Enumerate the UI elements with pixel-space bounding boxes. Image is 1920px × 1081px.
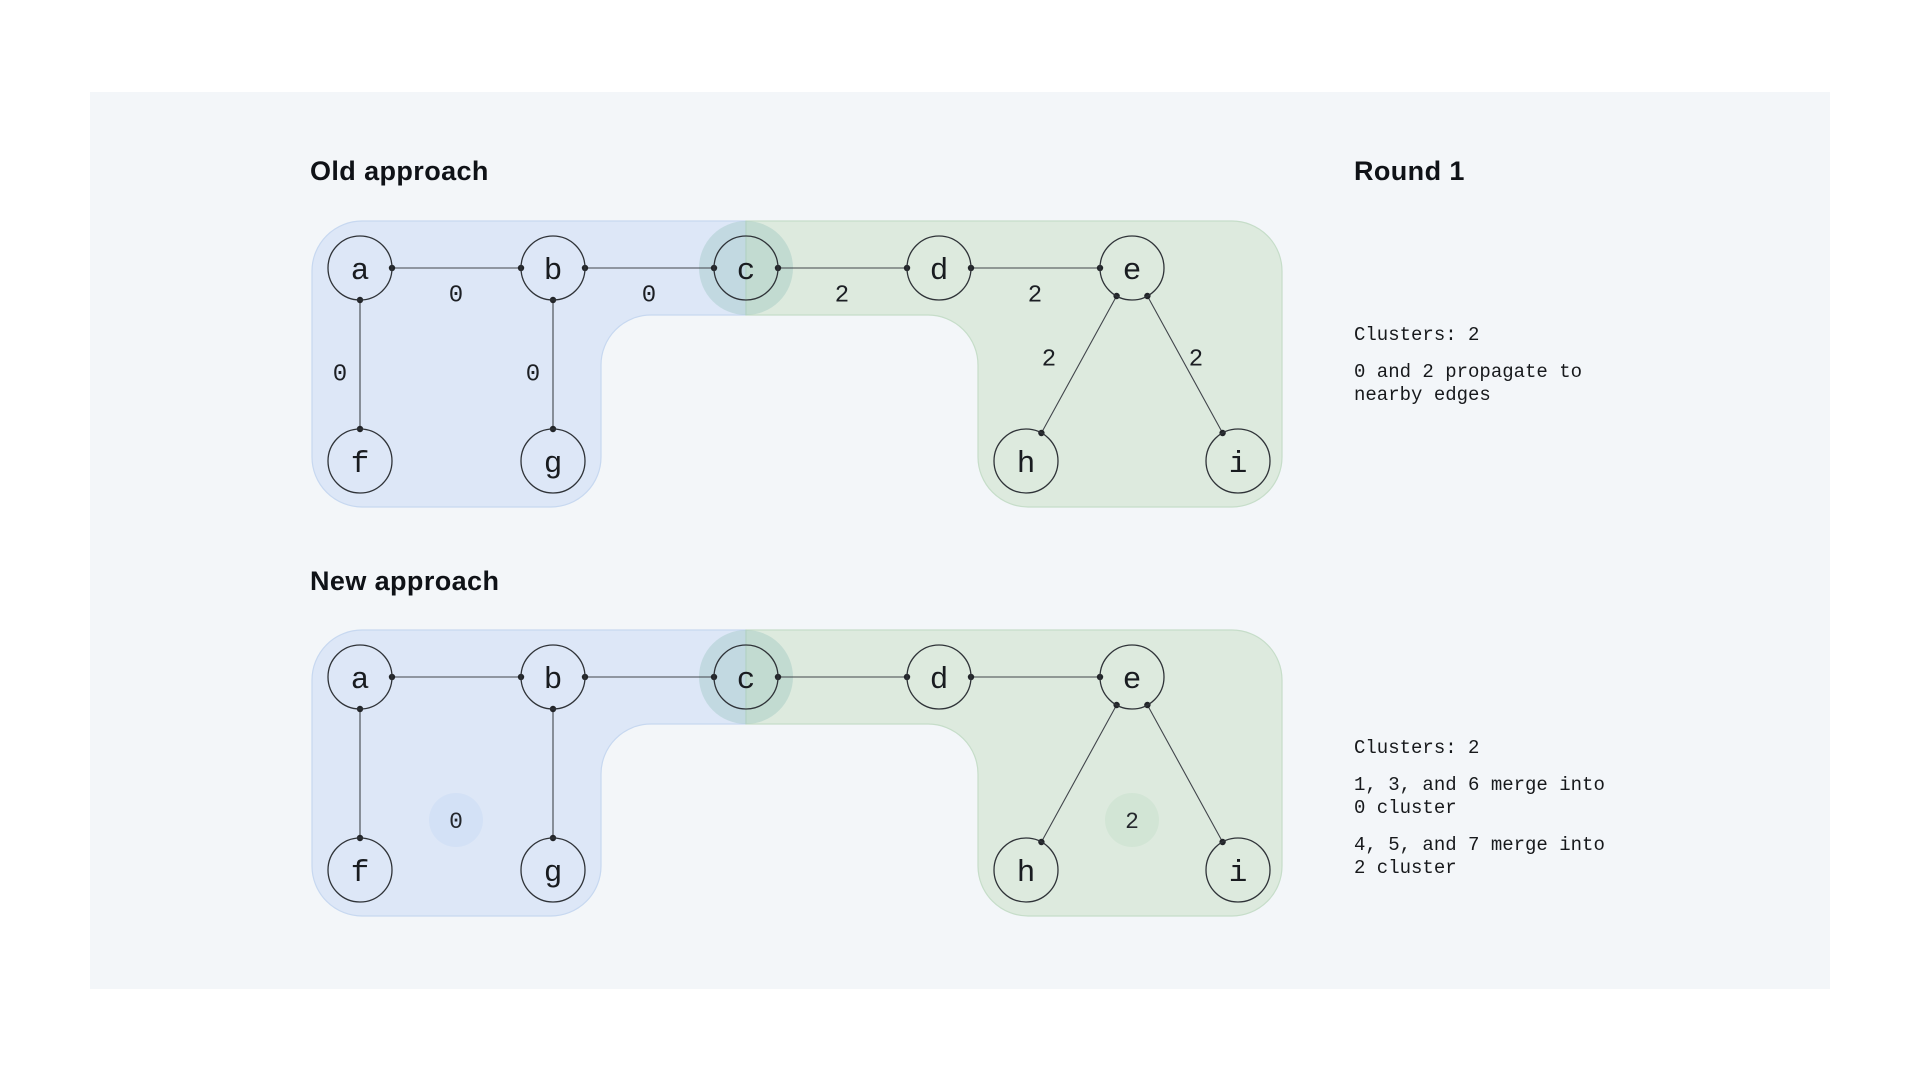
- old-approach-title: Old approach: [310, 156, 489, 186]
- edge-weight-de: 2: [1028, 282, 1042, 309]
- edge-line: [1146, 295, 1224, 434]
- node-g-label: g: [544, 856, 563, 891]
- round2-note-merge-2: 4, 5, and 7 merge into 2 cluster: [1354, 834, 1605, 879]
- node-c-label: c: [737, 254, 756, 289]
- round2-annotation: Clusters: 2 1, 3, and 6 merge into 0 clu…: [1354, 737, 1606, 880]
- round2-clusters-count: Clusters: 2: [1354, 737, 1480, 759]
- green-cluster-region: [745, 220, 1283, 508]
- node-b-label: b: [544, 254, 563, 289]
- green-cluster-region: [745, 629, 1283, 917]
- edge-weight-bc: 0: [642, 282, 656, 309]
- edge-weight-eh: 2: [1042, 346, 1056, 373]
- edge-weight-af: 0: [333, 361, 347, 388]
- node-a: [327, 644, 393, 710]
- new-approach-title: New approach: [310, 566, 500, 596]
- node-b: [520, 644, 586, 710]
- node-i: [1205, 837, 1271, 903]
- round1-note: 0 and 2 propagate to nearby edges: [1354, 361, 1583, 406]
- edge-weight-ab: 0: [449, 282, 463, 309]
- node-d-label: d: [930, 254, 949, 289]
- node-f: [327, 428, 393, 494]
- node-a-label: a: [351, 254, 370, 289]
- new-approach-graph: 0 2 a b c d e f g h i: [311, 629, 1283, 917]
- round-title: Round 1: [1354, 156, 1465, 186]
- edge-a-b: [388, 264, 525, 272]
- node-b: [520, 235, 586, 301]
- node-b-label: b: [544, 663, 563, 698]
- green-cluster-badge-label: 2: [1125, 809, 1139, 835]
- node-i: [1205, 428, 1271, 494]
- old-approach-graph: 0 0 2 2 0 0 2 2 a b c d e f g h i: [311, 220, 1283, 508]
- shared-node-highlight: [699, 630, 793, 724]
- green-cluster-badge: [1105, 793, 1159, 847]
- round1-clusters-count: Clusters: 2: [1354, 324, 1480, 346]
- node-e-label: e: [1123, 663, 1142, 698]
- blue-cluster-badge: [429, 793, 483, 847]
- shared-node-highlight: [699, 221, 793, 315]
- node-a: [327, 235, 393, 301]
- node-h-label: h: [1017, 447, 1036, 482]
- node-d-label: d: [930, 663, 949, 698]
- edge-weight-cd: 2: [835, 282, 849, 309]
- node-e: [1099, 235, 1165, 301]
- node-h-label: h: [1017, 856, 1036, 891]
- edge-weight-ei: 2: [1189, 346, 1203, 373]
- node-h: [993, 428, 1059, 494]
- node-d: [906, 235, 972, 301]
- node-g: [520, 428, 586, 494]
- node-f-label: f: [351, 856, 370, 891]
- round2-note-merge-0: 1, 3, and 6 merge into 0 cluster: [1354, 774, 1605, 819]
- edge-line: [1040, 704, 1118, 843]
- node-f-label: f: [351, 447, 370, 482]
- node-i-label: i: [1229, 856, 1248, 891]
- node-f: [327, 837, 393, 903]
- blue-cluster-region: [311, 220, 747, 508]
- node-c: [713, 644, 779, 710]
- blue-cluster-region: [311, 629, 747, 917]
- edge-weight-bg: 0: [526, 361, 540, 388]
- node-c-label: c: [737, 663, 756, 698]
- round1-annotation: Clusters: 2 0 and 2 propagate to nearby …: [1354, 324, 1606, 407]
- node-c: [713, 235, 779, 301]
- node-h: [993, 837, 1059, 903]
- node-a-label: a: [351, 663, 370, 698]
- node-e: [1099, 644, 1165, 710]
- node-i-label: i: [1229, 447, 1248, 482]
- node-g-label: g: [544, 447, 563, 482]
- edge-line: [1040, 295, 1118, 434]
- node-e-label: e: [1123, 254, 1142, 289]
- node-g: [520, 837, 586, 903]
- edge-line: [1146, 704, 1224, 843]
- node-d: [906, 644, 972, 710]
- edge-c-d: [774, 264, 911, 272]
- blue-cluster-badge-label: 0: [449, 809, 463, 835]
